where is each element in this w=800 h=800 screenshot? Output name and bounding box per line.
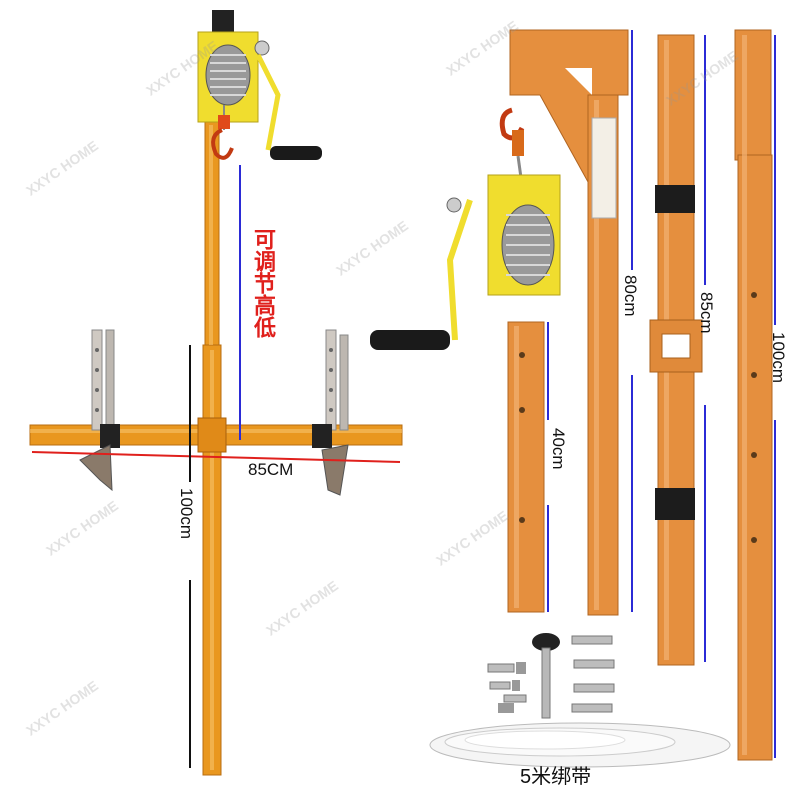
crank-handle-icon [370,199,473,350]
winch-icon [446,174,561,296]
length-100cm-right-label: 100cm [769,332,788,384]
right-bracket [312,329,349,496]
adjustable-height-label: 可调节高低 [251,228,276,338]
hook-icon [499,107,525,186]
loose-winch [370,107,561,350]
width-dim-line [31,451,401,463]
bolt-icon [487,635,615,713]
tube-85cm [649,34,706,666]
height-100cm-left-label: 100cm [177,488,196,540]
width-85cm-label: 85CM [248,460,294,479]
assembled-crane [29,10,403,776]
length-85cm-label: 85cm [697,292,716,334]
hardware-bolts [429,633,731,768]
warning-sticker [591,117,617,219]
length-40cm-label: 40cm [549,428,568,470]
hook-icon [211,105,234,160]
tube-100cm [734,29,776,761]
winch-icon [197,10,270,123]
tube-40cm [507,321,549,613]
strap-icon [429,722,731,768]
crank-handle-icon [255,53,322,160]
length-80cm-label: 80cm [621,275,640,317]
wheel-bolt-icon [532,633,560,719]
strap-label: 5米绑带 [520,766,592,788]
left-bracket [79,329,120,492]
tube-80cm [509,29,633,616]
